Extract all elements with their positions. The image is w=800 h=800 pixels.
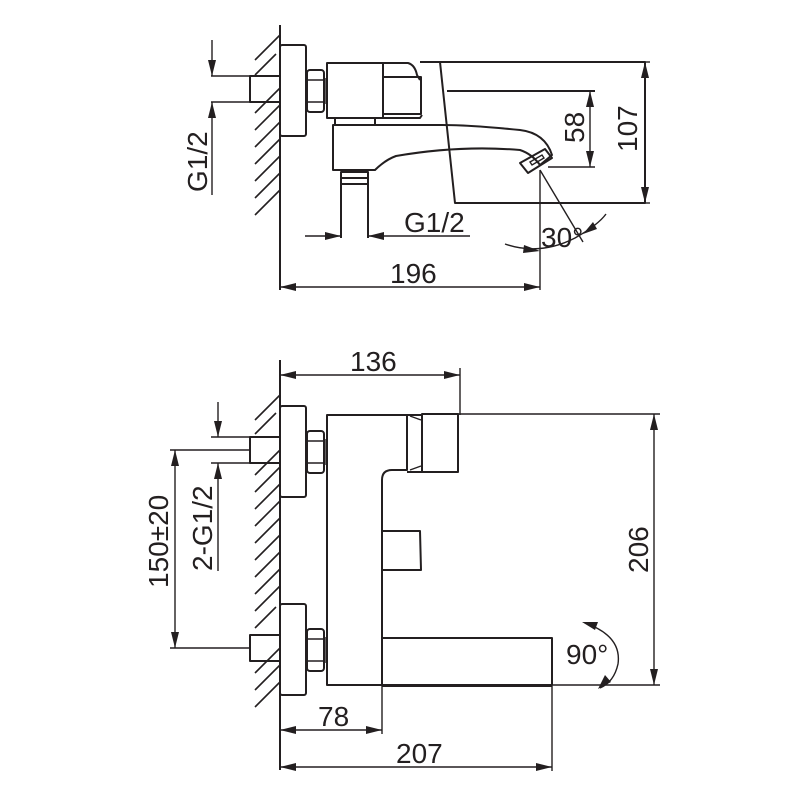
dim-swivel-angle: 30° [504, 169, 607, 290]
inlet-thread-label: G1/2 [182, 131, 213, 192]
dim-inlet-spacing: 150±20 [143, 449, 250, 649]
upper-inlet-pipe [249, 436, 281, 464]
dim-total-height-front: 206 [458, 413, 660, 686]
wall-hatching-front [254, 360, 281, 770]
upper-hex-nut [306, 430, 326, 474]
mixer-body [326, 414, 408, 686]
spout [332, 124, 553, 171]
outlet-pipe [340, 171, 369, 238]
outlet-thread-label: G1/2 [404, 207, 465, 238]
dim-total-depth-front: 207 [280, 686, 553, 771]
hex-nut [306, 69, 326, 113]
lever-front [407, 413, 459, 473]
dim-body-offset: 78 [280, 686, 383, 734]
wall-hatching [254, 25, 281, 290]
dim-spout-drop: 58 [452, 90, 595, 168]
total-depth-front-label: 207 [396, 738, 443, 769]
inlet-pipe [249, 75, 281, 103]
upper-wall-flange [279, 405, 307, 498]
dim-inlet-threads: 2-G1/2 [187, 402, 252, 571]
spout-rotation-label: 90° [566, 639, 608, 670]
spout-front [381, 637, 553, 686]
side-view: G1/2 G1/2 58 107 [182, 25, 650, 291]
valve-body [326, 62, 384, 119]
aerator [519, 148, 553, 174]
spout-drop-label: 58 [559, 112, 590, 143]
total-height-front-label: 206 [623, 526, 654, 573]
inlet-spacing-label: 150±20 [143, 495, 174, 588]
swivel-angle-label: 30° [541, 222, 583, 253]
dim-total-depth-side: 196 [280, 258, 540, 291]
body-offset-label: 78 [318, 701, 349, 732]
wall-flange [279, 44, 307, 137]
dim-body-depth: 136 [280, 346, 461, 415]
front-view: 136 206 90° 150±20 [143, 346, 660, 771]
dim-spout-rotation: 90° [566, 622, 620, 689]
inlet-threads-label: 2-G1/2 [187, 485, 218, 571]
dim-outlet-thread: G1/2 [305, 207, 470, 240]
lower-wall-flange [279, 603, 307, 696]
body-depth-label: 136 [350, 346, 397, 377]
cartridge [382, 76, 422, 115]
lower-inlet-pipe [249, 634, 281, 662]
lower-hex-nut [306, 628, 326, 672]
total-height-side-label: 107 [612, 105, 643, 152]
dim-inlet-thread: G1/2 [182, 40, 252, 195]
dim-total-height-side: 107 [612, 61, 650, 204]
total-depth-side-label: 196 [390, 258, 437, 289]
diverter-knob [381, 530, 422, 571]
